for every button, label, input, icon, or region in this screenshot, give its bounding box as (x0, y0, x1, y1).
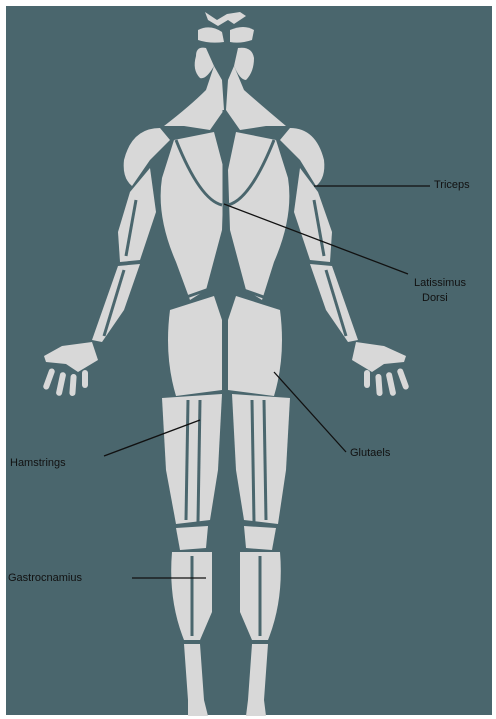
triceps-label: Triceps (434, 178, 470, 193)
latissimus-label-line1: Latissimus (414, 276, 466, 291)
right-gluteus (228, 296, 282, 396)
glutes-label: Glutaels (350, 446, 390, 461)
latissimus-label-line2: Dorsi (414, 291, 466, 306)
left-gluteus (168, 296, 222, 396)
gastrocnemius-label: Gastrocnamius (8, 571, 82, 586)
hamstrings-label: Hamstrings (10, 456, 66, 471)
latissimus-label: Latissimus Dorsi (414, 276, 466, 306)
